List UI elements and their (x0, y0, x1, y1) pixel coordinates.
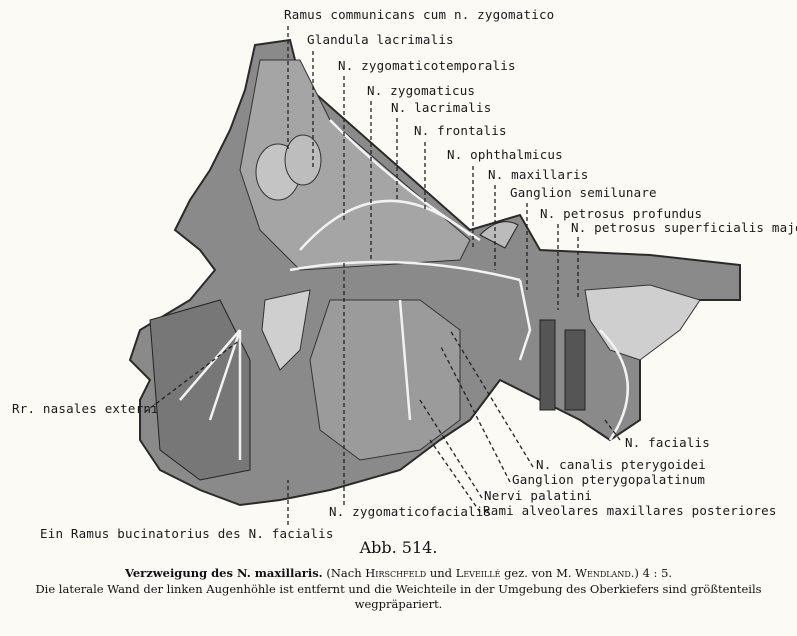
caption-line-1: Verzweigung des N. maxillaris. (Nach Hir… (0, 566, 797, 580)
label-n-lacrimalis: N. lacrimalis (391, 100, 492, 115)
label-n-maxillaris: N. maxillaris (488, 167, 589, 182)
caption-line-2: Die laterale Wand der linken Augenhöhle … (35, 582, 762, 596)
label-nervi-palatini: Nervi palatini (484, 488, 593, 503)
caption-text: gez. von M. (504, 566, 572, 580)
caption-scale: 4 : 5. (642, 566, 673, 580)
label-ramus-communicans: Ramus communicans cum n. zygomatico (284, 7, 555, 22)
caption-text: und (429, 566, 453, 580)
label-n-zygomaticotemporalis: N. zygomaticotemporalis (338, 58, 516, 73)
caption-author: Leveillé (455, 566, 501, 580)
label-n-facialis: N. facialis (625, 435, 710, 450)
label-n-canalis-pterygoidei: N. canalis pterygoidei (536, 457, 706, 472)
label-rami-alveolares: Rami alveolares maxillares posteriores (483, 503, 777, 518)
label-ramus-bucinatorius: Ein Ramus bucinatorius des N. facialis (40, 526, 334, 541)
label-ganglion-pterygopalatinum: Ganglion pterygopalatinum (512, 472, 706, 487)
caption-line-3: wegpräpariert. (354, 597, 443, 611)
label-n-zygomaticofacialis: N. zygomaticofacialis (329, 504, 492, 519)
caption-credit: (Nach (326, 566, 362, 580)
caption-title: Verzweigung des N. maxillaris. (124, 566, 323, 580)
skull-figure (128, 38, 741, 507)
label-ganglion-semilunare: Ganglion semilunare (510, 185, 657, 200)
leader-lines (144, 26, 621, 525)
figure-number: Abb. 514. (359, 538, 438, 557)
label-glandula-lacrimalis: Glandula lacrimalis (307, 32, 454, 47)
label-n-frontalis: N. frontalis (414, 123, 507, 138)
anatomical-illustration (128, 26, 741, 525)
caption-author: Wendland.) (575, 566, 639, 580)
label-n-zygomaticus: N. zygomaticus (367, 83, 476, 98)
caption-author: Hirschfeld (365, 566, 427, 580)
label-rr-nasales-externi: Rr. nasales externi (12, 401, 159, 416)
label-n-petrosus-superficialis-major: N. petrosus superficialis major (571, 220, 797, 235)
label-n-petrosus-profundus: N. petrosus profundus (540, 206, 703, 221)
label-n-ophthalmicus: N. ophthalmicus (447, 147, 563, 162)
